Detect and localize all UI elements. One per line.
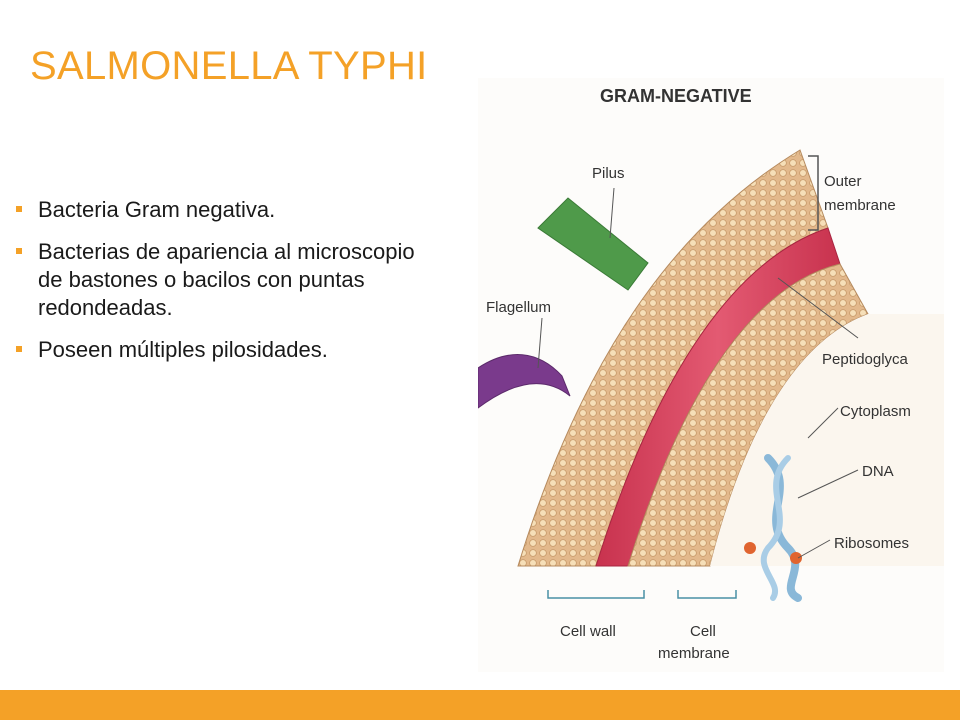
- bullet-marker: [16, 206, 22, 212]
- bullet-text: Bacterias de apariencia al microscopio d…: [38, 239, 415, 320]
- ribosomes-leader-line: [797, 539, 831, 559]
- peptidoglycan-leader-line: [777, 277, 859, 339]
- cell-wall-label: Cell wall: [560, 623, 616, 640]
- dna-leader-line: [797, 469, 859, 499]
- pilus-leader-line: [609, 187, 615, 239]
- bullet-item: Bacteria Gram negativa.: [16, 196, 436, 224]
- diagram-heading: GRAM-NEGATIVE: [600, 86, 752, 106]
- bullet-list: Bacteria Gram negativa. Bacterias de apa…: [16, 196, 436, 378]
- outer-membrane-bracket: [808, 155, 819, 231]
- dna-label: DNA: [862, 463, 894, 480]
- pilus-icon: [537, 197, 649, 291]
- outer-membrane-label-line2: membrane: [824, 197, 896, 214]
- footer-accent-bar: [0, 690, 960, 720]
- flagellum-icon: [478, 354, 571, 409]
- outer-membrane-label-line1: Outer: [824, 173, 862, 190]
- cell-membrane-label-line2: membrane: [658, 645, 730, 662]
- cell-envelope-illustration: GRAM-NEGATIVE Pilus Flagellum Outer: [478, 86, 944, 662]
- bullet-text: Poseen múltiples pilosidades.: [38, 337, 328, 362]
- flagellum-label: Flagellum: [486, 299, 551, 316]
- ribosome-icon: [790, 552, 802, 564]
- cell-membrane-bracket: [677, 590, 737, 599]
- dna-strand-icon: [760, 455, 791, 601]
- dna-icon: [764, 454, 802, 602]
- cytoplasm-label: Cytoplasm: [840, 403, 911, 420]
- bullet-item: Bacterias de apariencia al microscopio d…: [16, 238, 436, 322]
- pilus-label: Pilus: [592, 165, 625, 182]
- cytoplasm-region: [710, 314, 944, 566]
- cytoplasm-leader-line: [807, 407, 839, 439]
- gram-negative-diagram: GRAM-NEGATIVE Pilus Flagellum Outer: [478, 78, 944, 672]
- flagellum-leader-line: [537, 317, 543, 369]
- slide-title: SALMONELLA TYPHI: [30, 44, 428, 88]
- bullet-text: Bacteria Gram negativa.: [38, 197, 276, 222]
- peptidoglycan-label: Peptidoglyca: [822, 351, 909, 368]
- bullet-marker: [16, 346, 22, 352]
- ribosome-icon: [744, 542, 756, 554]
- ribosomes-label: Ribosomes: [834, 535, 909, 552]
- bullet-item: Poseen múltiples pilosidades.: [16, 336, 436, 364]
- cell-wall-bracket: [547, 590, 645, 599]
- cell-membrane-label-line1: Cell: [690, 623, 716, 640]
- bullet-marker: [16, 248, 22, 254]
